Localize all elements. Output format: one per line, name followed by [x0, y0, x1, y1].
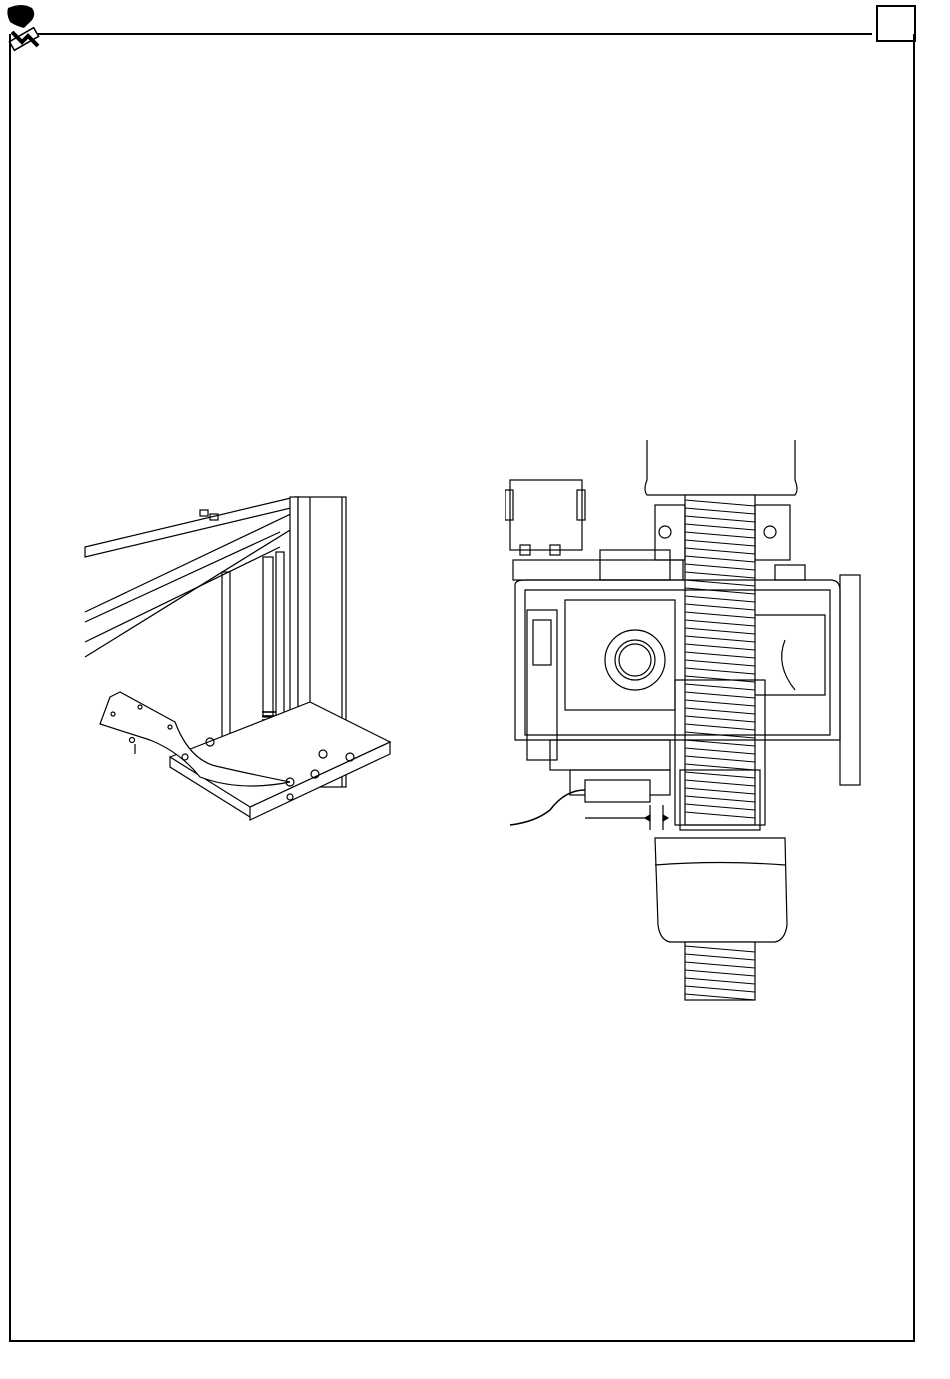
lift-carriage-figure [505, 440, 865, 1010]
column-base-figure [80, 492, 400, 837]
